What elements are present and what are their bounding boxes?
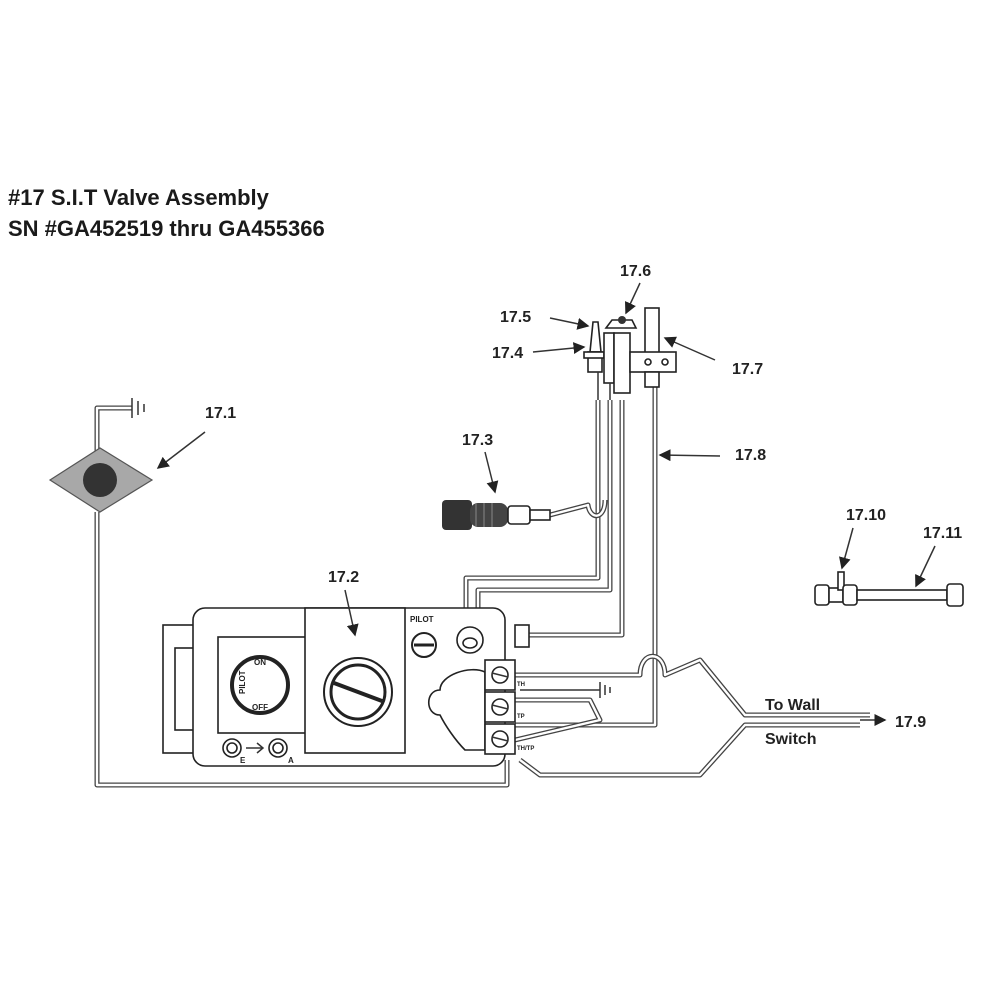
title-line-2: SN #GA452519 thru GA455366 <box>8 216 325 241</box>
off-marking: OFF <box>252 703 268 712</box>
callout-17-5: 17.5 <box>500 309 531 326</box>
pilot-assembly <box>583 307 677 400</box>
wall-switch-wires <box>514 653 887 778</box>
e-marking: E <box>240 756 246 765</box>
pilot-knob-dial <box>230 655 290 715</box>
thermocouple-17-7 <box>644 307 660 354</box>
tp-terminal-marking: TP <box>517 714 525 720</box>
callout-17-8: 17.8 <box>735 447 766 464</box>
gas-valve-17-2: ON OFF PILOT PILOT E A TH TP TH/TP <box>162 607 534 767</box>
wall-switch-label-2: Switch <box>765 731 817 748</box>
callout-17-6: 17.6 <box>620 263 651 280</box>
callout-17-3: 17.3 <box>462 432 493 449</box>
callout-17-1: 17.1 <box>205 405 236 422</box>
knob-pilot-marking: PILOT <box>238 670 247 694</box>
title-line-1: #17 S.I.T Valve Assembly <box>8 185 270 210</box>
callout-17-4: 17.4 <box>492 345 523 362</box>
ground-icon <box>599 682 611 698</box>
piezo-igniter-17-3 <box>442 500 551 530</box>
a-marking: A <box>288 756 294 765</box>
callout-17-9: 17.9 <box>895 714 926 731</box>
callout-17-2: 17.2 <box>328 569 359 586</box>
switch-button <box>83 463 117 497</box>
on-marking: ON <box>254 658 266 667</box>
callout-17-10: 17.10 <box>846 507 886 524</box>
wall-switch-label-1: To Wall <box>765 697 820 714</box>
fitting-and-tube-17-10-17-11 <box>814 571 964 607</box>
electrode-17-5 <box>589 321 602 353</box>
th-terminal-marking: TH <box>517 682 525 688</box>
callout-17-7: 17.7 <box>732 361 763 378</box>
callout-17-11: 17.11 <box>923 525 962 542</box>
wall-switch-17-1 <box>48 398 510 788</box>
thtp-terminal-marking: TH/TP <box>517 746 534 752</box>
pilot-marking: PILOT <box>410 615 434 624</box>
pilot-hood-17-6 <box>604 319 638 329</box>
ground-icon <box>131 398 145 418</box>
